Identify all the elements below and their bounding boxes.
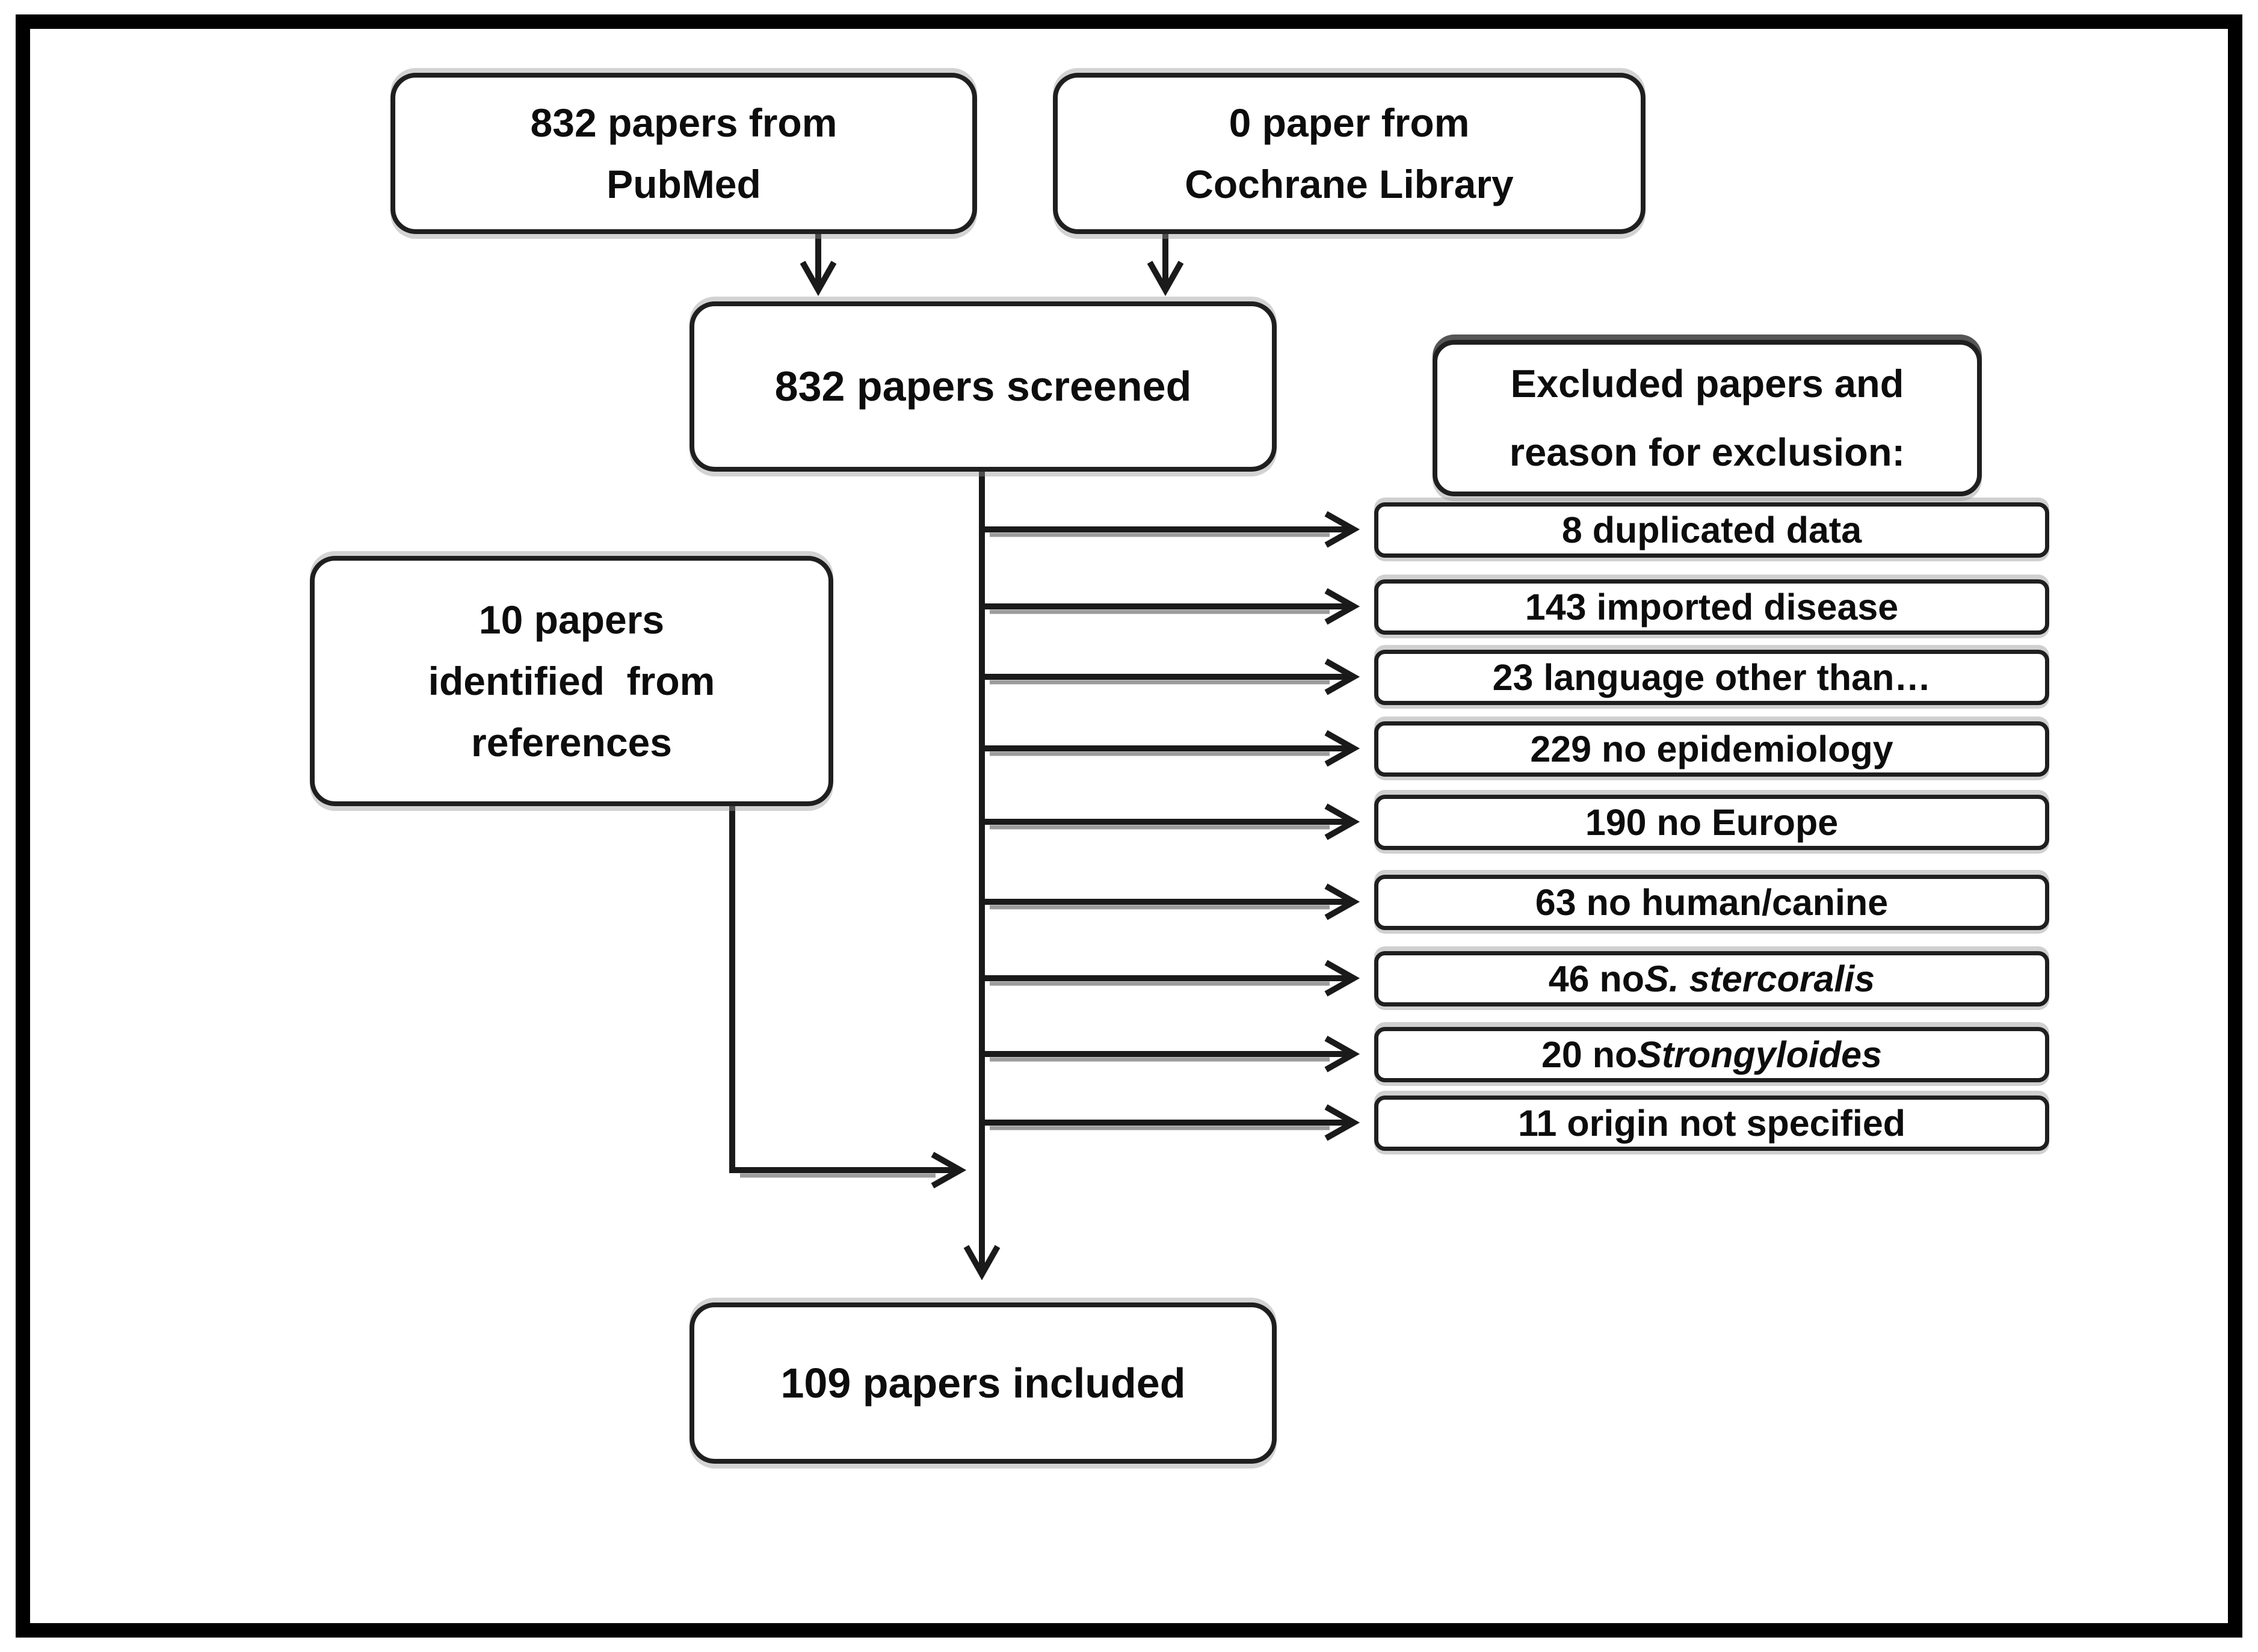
exclusion-box-8: 20 no Strongyloides: [1374, 1027, 2049, 1082]
exclusion-box-9: 11 origin not specified: [1374, 1096, 2049, 1151]
cochrane-label-line-1: 0 paper from: [1229, 100, 1470, 145]
pubmed-label-line-1: 832 papers from: [530, 100, 837, 145]
exclusion-label: 23 language other than…: [1492, 657, 1931, 698]
exclusion-label: 63 no human/canine: [1535, 882, 1889, 923]
exclusion-label: 8 duplicated data: [1561, 510, 1862, 550]
exclusion-box-7: 46 no S. stercoralis: [1374, 951, 2049, 1006]
box-pubmed: 832 papers from PubMed: [390, 73, 977, 234]
exclusion-label: 190 no Europe: [1585, 802, 1839, 843]
box-references: 10 papers identified from references: [310, 556, 833, 806]
exclusion-label: 11 origin not specified: [1517, 1103, 1905, 1144]
pubmed-label-line-2: PubMed: [606, 162, 761, 206]
cochrane-label-line-2: Cochrane Library: [1185, 162, 1514, 206]
exclusion-box-1: 8 duplicated data: [1374, 502, 2049, 558]
references-label-line-1: 10 papers: [478, 597, 665, 642]
exclusion-label: 20 no: [1541, 1034, 1638, 1075]
exclusion-label-italic: S. stercoralis: [1644, 958, 1875, 999]
exclusion-label: 143 imported disease: [1525, 587, 1899, 627]
exclusion-box-3: 23 language other than…: [1374, 650, 2049, 705]
box-included: 109 papers included: [689, 1302, 1277, 1464]
arrow-references-to-spine: [729, 797, 967, 1189]
screened-label: 832 papers screened: [774, 363, 1192, 410]
exclusion-label-italic: Strongyloides: [1637, 1034, 1883, 1075]
excluded-header-line-2: reason for exclusion:: [1509, 430, 1905, 474]
box-screened: 832 papers screened: [689, 301, 1277, 472]
exclusion-label: 229 no epidemiology: [1530, 729, 1893, 769]
references-label-line-3: references: [471, 720, 672, 765]
references-label-line-2: identified from: [428, 658, 715, 703]
exclusion-box-6: 63 no human/canine: [1374, 875, 2049, 930]
box-cochrane: 0 paper from Cochrane Library: [1053, 73, 1646, 234]
exclusion-box-2: 143 imported disease: [1374, 579, 2049, 635]
exclusion-label: 46 no: [1548, 958, 1645, 999]
box-excluded-header: Excluded papers and reason for exclusion…: [1433, 340, 1982, 496]
exclusion-box-5: 190 no Europe: [1374, 795, 2049, 850]
included-label: 109 papers included: [780, 1359, 1186, 1407]
excluded-header-line-1: Excluded papers and: [1510, 362, 1904, 406]
exclusion-box-4: 229 no epidemiology: [1374, 721, 2049, 777]
